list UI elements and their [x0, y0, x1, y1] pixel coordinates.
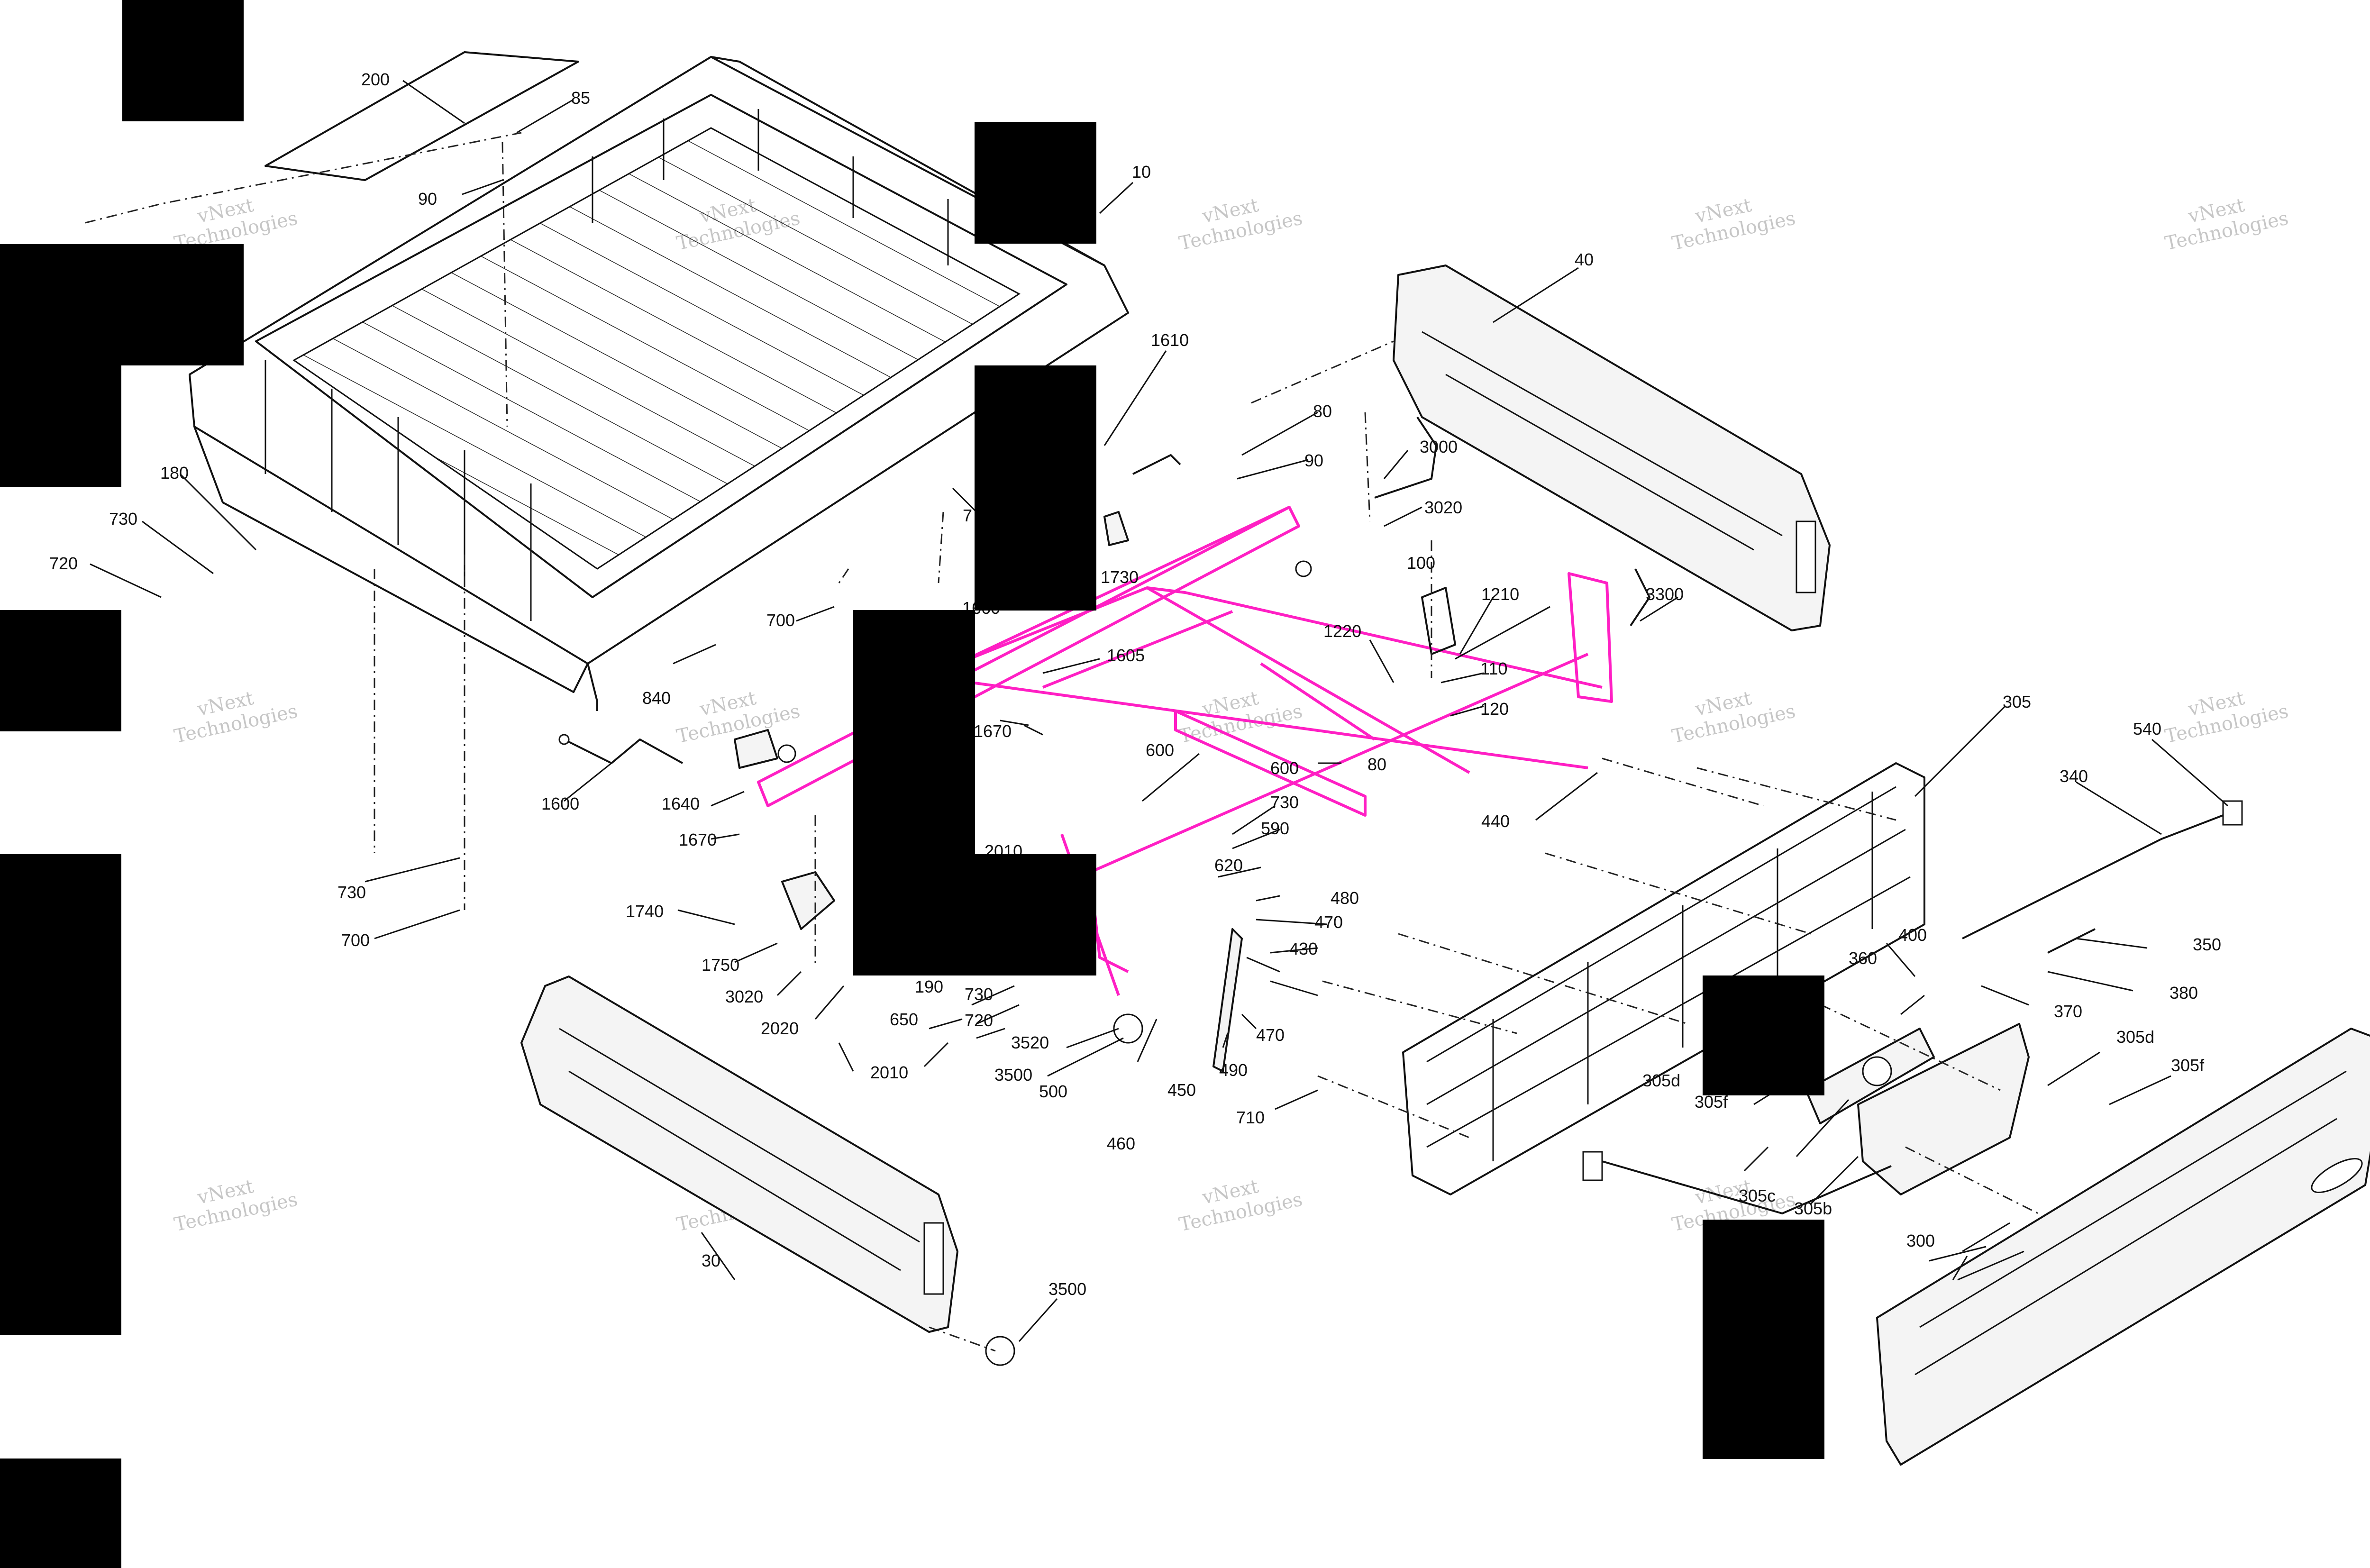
- callout-7: 7: [963, 506, 972, 525]
- callout-400: 400: [1898, 925, 1927, 945]
- redaction-block: [0, 244, 244, 365]
- tailgate-latch-cover: [1805, 1023, 2030, 1195]
- callout-500: 500: [1039, 1082, 1067, 1101]
- callout-700: 700: [766, 611, 795, 630]
- callout-3520: 3520: [1011, 1033, 1049, 1052]
- redaction-block: [0, 854, 121, 1335]
- callout-730: 730: [965, 985, 993, 1004]
- callout-470: 470: [1256, 1025, 1285, 1045]
- callout-380: 380: [2169, 983, 2198, 1003]
- callout-40: 40: [1575, 250, 1594, 269]
- callout-360: 360: [1849, 948, 1877, 968]
- callout-600: 600: [1270, 758, 1299, 778]
- callout-305c: 305c: [1739, 1186, 1776, 1205]
- tailgate-outer-panel: [1876, 1028, 2370, 1466]
- redaction-block: [0, 610, 121, 731]
- callout-490: 490: [1219, 1060, 1248, 1080]
- callout-1220: 1220: [1323, 621, 1361, 641]
- redaction-block: [0, 365, 121, 487]
- callout-1640: 1640: [662, 794, 700, 813]
- callout-305f: 305f: [2171, 1056, 2205, 1075]
- callout-190: 190: [915, 977, 943, 996]
- callout-300: 300: [1906, 1231, 1935, 1250]
- callout-305b: 305b: [1794, 1199, 1832, 1218]
- callout-540: 540: [2133, 719, 2161, 738]
- callout-200: 200: [361, 70, 390, 89]
- callout-10: 10: [1132, 162, 1151, 182]
- callout-730: 730: [1270, 793, 1299, 812]
- callout-620: 620: [1214, 856, 1243, 875]
- callout-90: 90: [1304, 451, 1323, 470]
- callout-80: 80: [1367, 755, 1386, 774]
- callout-480: 480: [1331, 888, 1359, 908]
- callout-180: 180: [160, 463, 189, 483]
- callout-305: 305: [2003, 692, 2031, 711]
- redaction-block: [1703, 975, 1824, 1095]
- callout-2010: 2010: [870, 1063, 908, 1082]
- redaction-block: [975, 365, 1096, 611]
- callout-110: 110: [1480, 659, 1507, 678]
- callout-730: 730: [337, 883, 366, 902]
- callout-labels: 200 85 90 10 40 1610 80 90 3000 3020 180…: [49, 70, 2221, 1544]
- callout-2020: 2020: [761, 1019, 799, 1038]
- callout-3020: 3020: [1424, 498, 1462, 517]
- hardware-parts: [558, 416, 2243, 1366]
- callout-3000: 3000: [1420, 437, 1458, 456]
- callout-710: 710: [1236, 1108, 1265, 1127]
- callout-3500: 3500: [1048, 1279, 1086, 1299]
- callout-100: 100: [1407, 553, 1435, 573]
- assembly-dashed-lines: [85, 132, 2039, 1352]
- callout-1605: 1605: [1107, 646, 1145, 665]
- callout-590: 590: [1261, 819, 1289, 838]
- callout-1610: 1610: [1151, 330, 1189, 350]
- callout-1750: 1750: [702, 955, 739, 975]
- callout-470: 470: [1314, 912, 1343, 932]
- callout-440: 440: [1481, 811, 1510, 831]
- callout-650: 650: [890, 1010, 918, 1029]
- callout-460: 460: [1107, 1134, 1135, 1153]
- callout-600: 600: [1146, 740, 1174, 760]
- callout-1670: 1670: [679, 830, 717, 849]
- callout-90: 90: [418, 189, 437, 209]
- callout-3300: 3300: [1646, 584, 1684, 604]
- callout-1670: 1670: [974, 721, 1012, 741]
- callout-450: 450: [1167, 1080, 1196, 1100]
- callout-30: 30: [702, 1251, 720, 1270]
- side-panel-left: [520, 975, 958, 1333]
- callout-370: 370: [2054, 1002, 2082, 1021]
- callout-305d: 305d: [1642, 1071, 1680, 1090]
- redaction-blocks: [0, 0, 1824, 1568]
- redaction-block: [0, 1459, 121, 1568]
- callout-3500: 3500: [994, 1065, 1032, 1085]
- redaction-block: [975, 122, 1096, 244]
- callout-1730: 1730: [1101, 567, 1139, 587]
- callout-1210: 1210: [1481, 584, 1519, 604]
- redaction-block: [975, 854, 1096, 975]
- cargo-box-tub: [189, 51, 1129, 711]
- redaction-block: [122, 0, 244, 121]
- tailgate-inner-frame: [1402, 762, 1925, 1195]
- redaction-block: [853, 610, 975, 975]
- callout-120: 120: [1480, 699, 1509, 719]
- callout-85: 85: [571, 88, 590, 108]
- redaction-block: [1703, 1220, 1824, 1459]
- side-panel-right: [1393, 264, 1831, 631]
- callout-1600: 1600: [541, 794, 579, 813]
- callout-340: 340: [2060, 766, 2088, 786]
- callout-730: 730: [109, 509, 137, 529]
- leader-lines: [90, 80, 2228, 1342]
- callout-80: 80: [1313, 401, 1332, 421]
- callout-720: 720: [965, 1011, 993, 1030]
- callout-430: 430: [1289, 939, 1318, 958]
- callout-720: 720: [49, 554, 78, 573]
- callout-1740: 1740: [626, 902, 664, 921]
- callout-305d: 305d: [2116, 1027, 2154, 1047]
- callout-700: 700: [341, 930, 370, 950]
- callout-3020: 3020: [725, 987, 763, 1006]
- callout-350: 350: [2193, 935, 2221, 954]
- callout-840: 840: [642, 688, 671, 708]
